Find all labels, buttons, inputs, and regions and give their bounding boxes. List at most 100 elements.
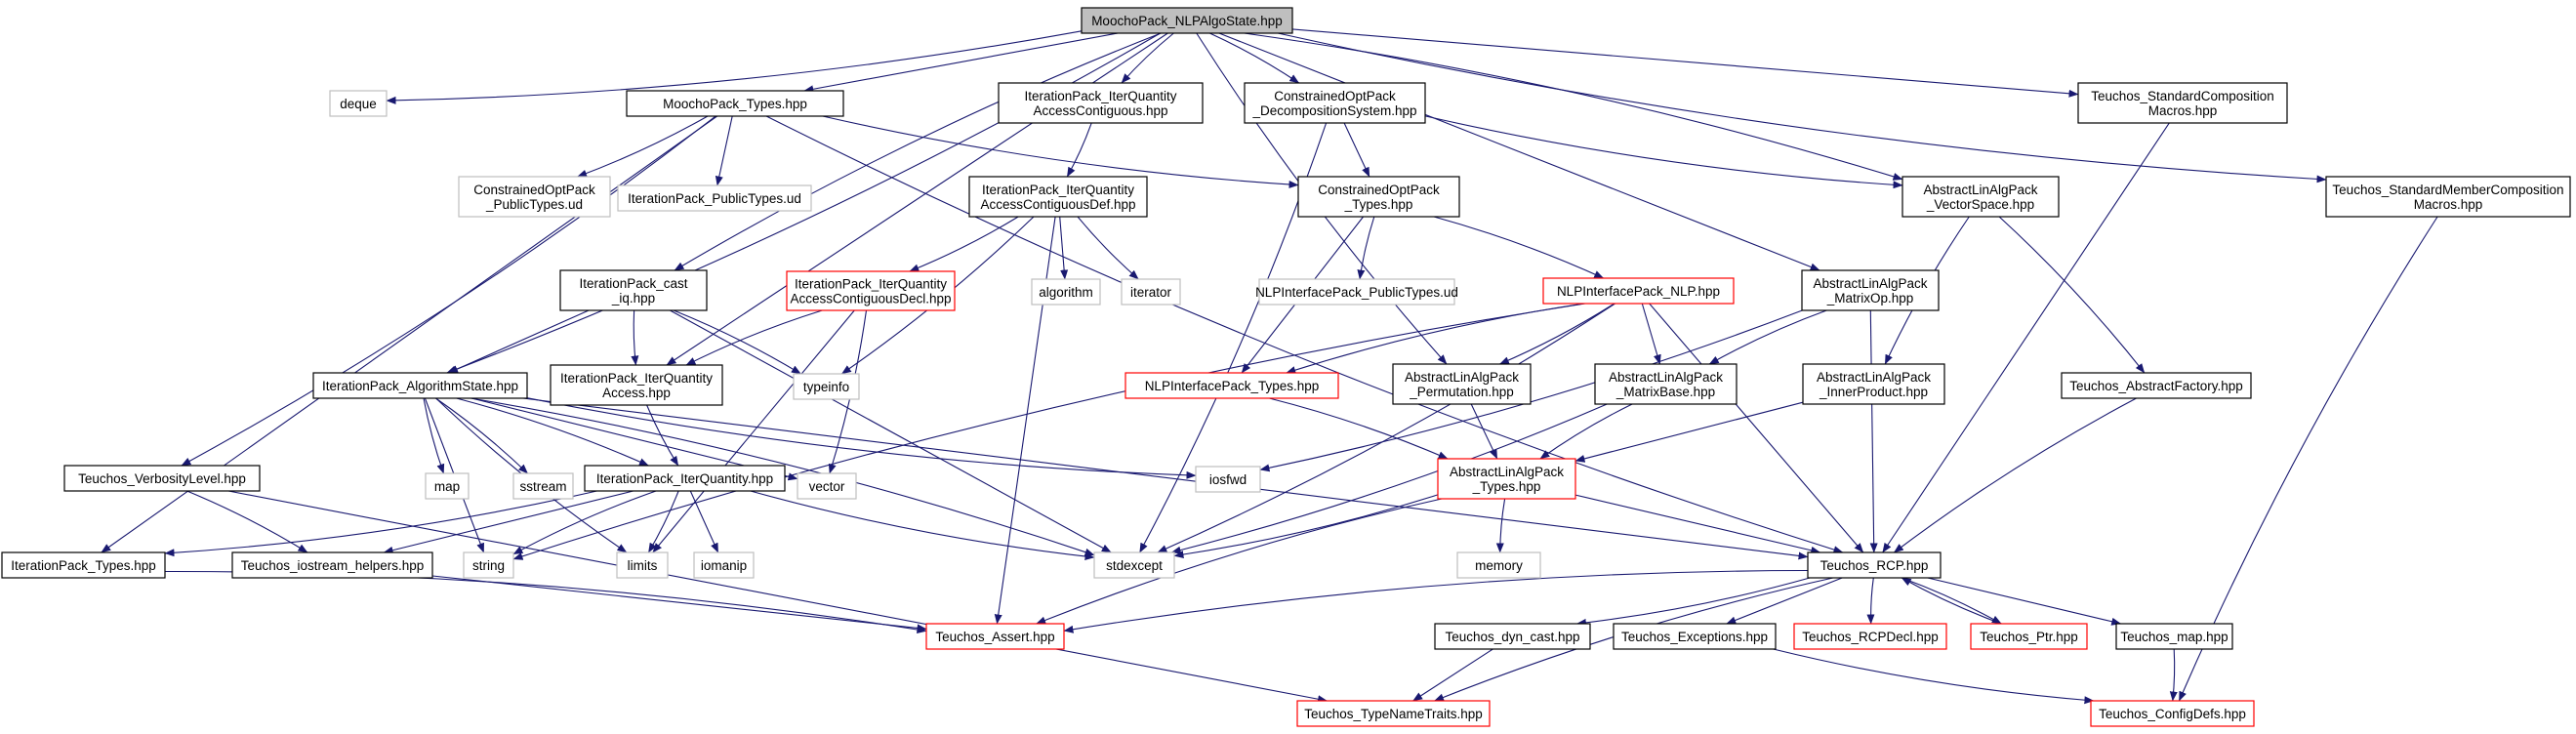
edge-line — [803, 32, 1119, 94]
node-cods[interactable]: ConstrainedOptPack_DecompositionSystem.h… — [1244, 82, 1426, 124]
edge-algstate-to-stdexcept — [470, 397, 1095, 556]
node-label: algorithm — [1039, 285, 1093, 300]
edge-iptypes-to-assert — [164, 570, 927, 633]
node-label: ConstrainedOptPack — [1318, 183, 1440, 197]
node-label: Teuchos_StandardMemberComposition — [2332, 183, 2563, 197]
node-label: AbstractLinAlgPack — [1609, 370, 1723, 385]
node-box — [2325, 176, 2571, 218]
node-iqacdecl[interactable]: IterationPack_IterQuantityAccessContiguo… — [786, 270, 956, 311]
edge-line — [1539, 403, 1633, 460]
node-label: Teuchos_Ptr.hpp — [1980, 630, 2078, 644]
node-stdexcept: stdexcept — [1093, 551, 1175, 579]
node-box — [231, 551, 433, 579]
node-deque: deque — [329, 90, 388, 117]
node-alamop[interactable]: AbstractLinAlgPack_MatrixOp.hpp — [1801, 269, 1940, 311]
node-root[interactable]: MoochoPack_NLPAlgoState.hpp — [1081, 7, 1293, 34]
node-box — [425, 472, 470, 500]
node-iq[interactable]: IterationPack_IterQuantity.hpp — [584, 465, 786, 492]
node-box — [786, 270, 956, 311]
node-configdefs[interactable]: Teuchos_ConfigDefs.hpp — [2090, 700, 2255, 727]
edge-line — [1866, 577, 1875, 625]
node-algstate[interactable]: IterationPack_AlgorithmState.hpp — [312, 372, 528, 399]
edge-line — [646, 404, 679, 467]
edge-line — [1894, 397, 2137, 553]
edge-alamop-to-rcp — [1869, 309, 1878, 553]
edge-line — [435, 397, 528, 474]
node-box — [1244, 82, 1426, 124]
node-box — [626, 90, 844, 117]
node-label: _DecompositionSystem.hpp — [1251, 103, 1416, 118]
node-box — [2061, 372, 2252, 399]
node-label: Teuchos_RCP.hpp — [1820, 558, 1929, 573]
node-label: deque — [340, 97, 377, 111]
node-coptypes[interactable]: ConstrainedOptPack_Types.hpp — [1297, 176, 1460, 218]
edge-line — [1498, 303, 1615, 365]
edge-rcp-to-dyncast — [1576, 577, 1811, 627]
node-ptr[interactable]: Teuchos_Ptr.hpp — [1970, 623, 2088, 650]
node-box — [512, 472, 574, 500]
node-iterator: iterator — [1121, 278, 1181, 306]
node-box — [1437, 458, 1576, 500]
node-alaip[interactable]: AbstractLinAlgPack_InnerProduct.hpp — [1802, 363, 1945, 405]
node-rcpdecl[interactable]: Teuchos_RCPDecl.hpp — [1793, 623, 1947, 650]
node-label: Teuchos_Assert.hpp — [935, 630, 1054, 644]
edge-tscm-to-rcp — [1882, 122, 2170, 553]
node-rcp[interactable]: Teuchos_RCP.hpp — [1807, 551, 1942, 579]
node-texc[interactable]: Teuchos_Exceptions.hpp — [1613, 623, 1777, 650]
edge-line — [2169, 648, 2178, 702]
edge-line — [1576, 577, 1811, 627]
node-box — [1121, 278, 1181, 306]
node-alavs[interactable]: AbstractLinAlgPack_VectorSpace.hpp — [1901, 176, 2060, 218]
edge-line — [1343, 122, 1370, 178]
node-alatypes[interactable]: AbstractLinAlgPack_Types.hpp — [1437, 458, 1576, 500]
node-tmap[interactable]: Teuchos_map.hpp — [2115, 623, 2233, 650]
node-label: AccessContiguousDef.hpp — [980, 197, 1135, 212]
node-taf[interactable]: Teuchos_AbstractFactory.hpp — [2061, 372, 2252, 399]
edge-tvl-to-tntt — [227, 490, 1328, 704]
node-tioh[interactable]: Teuchos_iostream_helpers.hpp — [231, 551, 433, 579]
node-label: vector — [809, 479, 845, 494]
node-label: Teuchos_AbstractFactory.hpp — [2069, 379, 2243, 393]
edge-line — [448, 309, 590, 374]
edge-mtypes-to-coptypes — [822, 115, 1299, 188]
node-tsmcm[interactable]: Teuchos_StandardMemberCompositionMacros.… — [2325, 176, 2571, 218]
edge-mtypes-to-rcp — [765, 115, 1844, 553]
edge-line — [423, 397, 445, 474]
node-dyncast[interactable]: Teuchos_dyn_cast.hpp — [1434, 623, 1591, 650]
node-nlptypes[interactable]: NLPInterfacePack_Types.hpp — [1124, 372, 1339, 399]
edge-iq-to-iptypes — [164, 490, 597, 557]
node-label: IterationPack_IterQuantity.hpp — [596, 471, 773, 486]
node-assert[interactable]: Teuchos_Assert.hpp — [925, 623, 1065, 650]
edge-mtypes-to-copud — [577, 115, 709, 178]
edge-nlp-to-rcp — [1649, 303, 1864, 553]
edge-line — [1495, 498, 1506, 553]
node-alaperm[interactable]: AbstractLinAlgPack_Permutation.hpp — [1392, 363, 1532, 405]
edge-line — [526, 397, 1197, 479]
node-mtypes[interactable]: MoochoPack_Types.hpp — [626, 90, 844, 117]
edge-iqac-to-iqacdef — [1066, 122, 1092, 178]
node-label: IterationPack_IterQuantity — [982, 183, 1134, 197]
node-iptypes[interactable]: IterationPack_Types.hpp — [1, 551, 166, 579]
node-typeinfo: typeinfo — [793, 373, 860, 400]
node-iqac[interactable]: IterationPack_IterQuantityAccessContiguo… — [998, 82, 1204, 124]
node-label: map — [434, 479, 460, 494]
node-alamb[interactable]: AbstractLinAlgPack_MatrixBase.hpp — [1594, 363, 1738, 405]
node-nlp[interactable]: NLPInterfacePack_NLP.hpp — [1542, 277, 1735, 305]
node-box — [559, 269, 708, 311]
node-castiq[interactable]: IterationPack_cast_iq.hpp — [559, 269, 708, 311]
edge-line — [1901, 577, 2002, 625]
node-box — [925, 623, 1065, 650]
node-box — [616, 551, 669, 579]
node-iqacdef[interactable]: IterationPack_IterQuantityAccessContiguo… — [968, 176, 1148, 218]
node-label: _MatrixBase.hpp — [1615, 385, 1715, 399]
edge-nlp-to-stdexcept — [1157, 303, 1615, 553]
node-ipud: IterationPack_PublicTypes.ud — [617, 184, 812, 212]
edge-taf-to-rcp — [1894, 397, 2137, 553]
node-tntt[interactable]: Teuchos_TypeNameTraits.hpp — [1296, 700, 1491, 727]
node-box — [1296, 700, 1491, 727]
node-tvl[interactable]: Teuchos_VerbosityLevel.hpp — [63, 465, 261, 492]
